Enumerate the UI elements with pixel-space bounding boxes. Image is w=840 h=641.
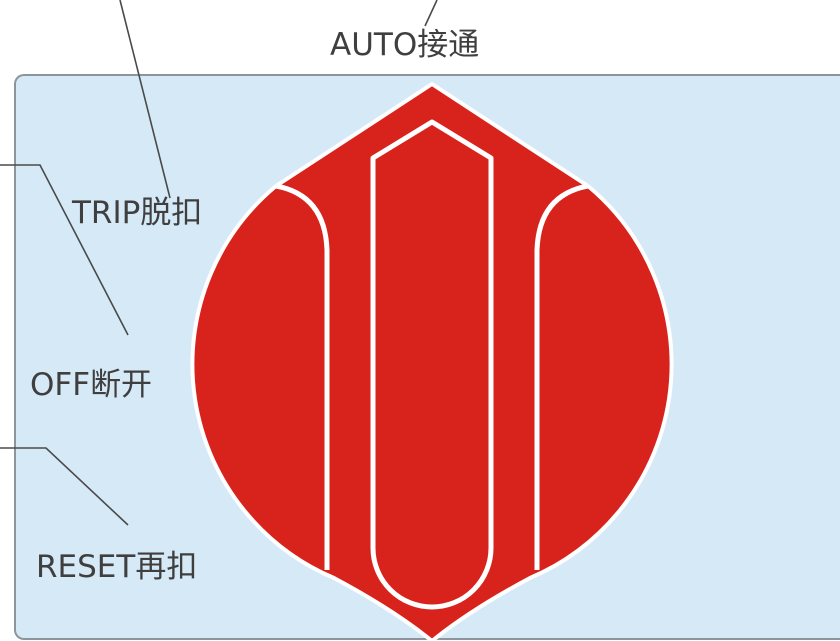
- leader-line-reset: [0, 447, 129, 526]
- position-label-off: OFF断开: [30, 367, 153, 403]
- leader-line-auto: [424, 0, 438, 27]
- leader-line-off: [0, 164, 129, 336]
- leader-line-trip: [119, 0, 171, 199]
- knob-grip: [370, 119, 494, 610]
- knob-right-groove: [534, 183, 589, 570]
- position-label-auto: AUTO接通: [330, 27, 480, 63]
- position-label-reset: RESET再扣: [36, 549, 198, 585]
- knob-left-groove: [275, 183, 330, 570]
- position-label-trip: TRIP脱扣: [72, 195, 203, 231]
